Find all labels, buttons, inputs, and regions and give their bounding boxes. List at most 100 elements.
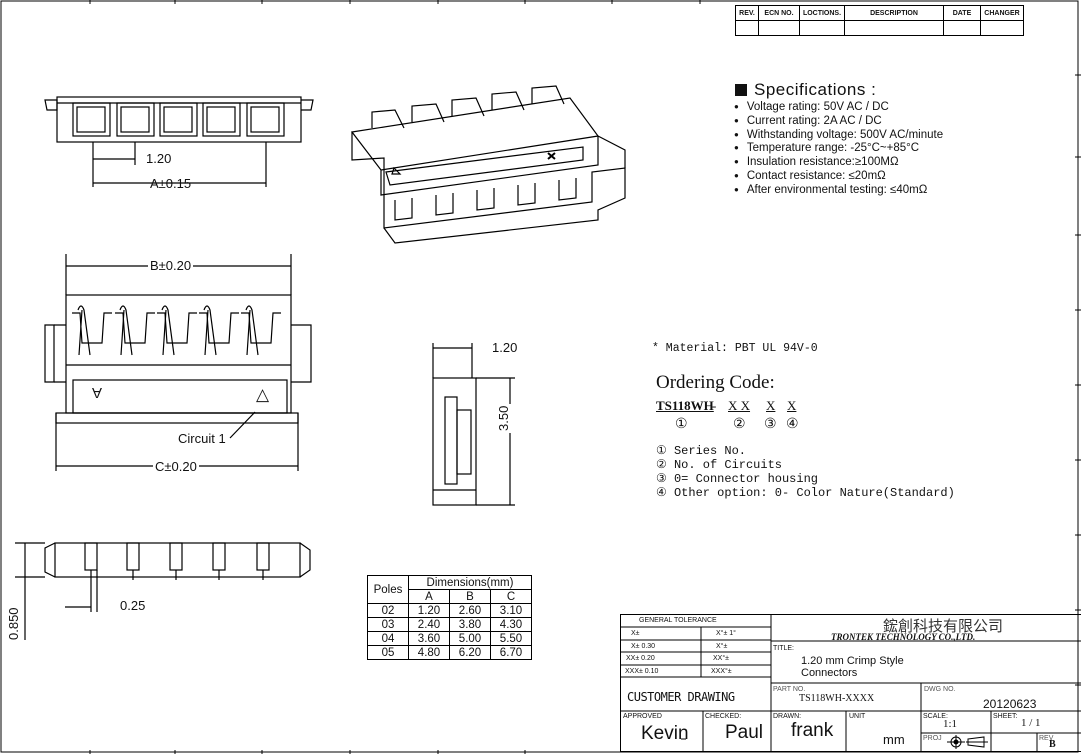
ordering-part-2: X X — [728, 398, 751, 413]
ordering-part-4: X — [787, 398, 797, 413]
part-number: TS118WH-XXXX — [799, 693, 875, 704]
dimensions-header: Dimensions(mm) — [408, 575, 532, 590]
dim-side-height: 3.50 — [496, 403, 511, 433]
dim-c: C±0.20 — [153, 459, 199, 474]
specifications-title: Specifications : — [735, 80, 877, 100]
dwg-label: DWG NO. — [924, 686, 956, 693]
tol-cell: X± — [631, 630, 640, 637]
spec-item: Temperature range: -25°C~+85°C — [734, 142, 943, 156]
dim-a: A±0.15 — [150, 176, 192, 191]
title-block-grid — [621, 615, 1081, 751]
mark-triangle: △ — [256, 385, 270, 404]
isometric-view — [350, 85, 626, 244]
side-view — [432, 343, 515, 506]
legend-item: ② No. of Circuits — [656, 458, 782, 472]
spec-item: Voltage rating: 50V AC / DC — [734, 101, 943, 115]
title-block: GENERAL TOLERANCE X± X°± 1° X± 0.30 X°± … — [620, 614, 1081, 752]
cell: 03 — [367, 617, 409, 632]
cell: 4.80 — [408, 645, 450, 660]
sheet-label: SHEET: — [993, 713, 1018, 720]
dim-side-width: 1.20 — [492, 340, 518, 355]
scale-label: SCALE: — [923, 713, 948, 720]
cell: 3.60 — [408, 631, 450, 646]
tol-cell: XX± 0.20 — [626, 655, 655, 662]
cell: 04 — [367, 631, 409, 646]
spec-item: After environmental testing: ≤40mΩ — [734, 184, 943, 198]
ordering-title: Ordering Code: — [656, 372, 775, 393]
circled-1: ① — [675, 415, 688, 431]
cell: 6.20 — [449, 645, 491, 660]
col-header: B — [449, 589, 491, 604]
revision-table: REV. ECN NO. LOCTIONS. DESCRIPTION DATE … — [735, 5, 1024, 36]
drawing-title-2: Connectors — [801, 667, 858, 679]
cell: 3.80 — [449, 617, 491, 632]
cell: 5.00 — [449, 631, 491, 646]
spec-item: Insulation resistance:≥100MΩ — [734, 156, 943, 170]
cell: 5.50 — [490, 631, 532, 646]
legend-item: ④ Other option: 0- Color Nature(Standard… — [656, 486, 955, 500]
circled-3: ③ — [764, 415, 777, 431]
ordering-series-code: TS118WH — [656, 398, 714, 413]
dwg-number: 20120623 — [983, 697, 1037, 711]
title-label: TITLE: — [773, 645, 795, 652]
dim-pin-width: 0.25 — [120, 598, 146, 613]
tol-cell: X± 0.30 — [631, 643, 656, 650]
approved-name: Kevin — [641, 723, 689, 744]
general-tolerance: GENERAL TOLERANCE — [639, 617, 717, 624]
dim-pitch-top: 1.20 — [146, 151, 172, 166]
tol-cell: X°± 1° — [716, 630, 736, 637]
ordering-dash: - — [712, 398, 717, 413]
rev-value: B — [1049, 739, 1056, 750]
drawing-title: 1.20 mm Crimp Style — [801, 655, 904, 667]
cell: 05 — [367, 645, 409, 660]
company-cn: 鋐創科技有限公司 — [883, 618, 1004, 635]
rev-label: REV — [1039, 735, 1054, 742]
sheet-value: 1 / 1 — [1021, 717, 1041, 729]
proj-label: PROJ — [923, 735, 942, 742]
poles-header: Poles — [367, 575, 409, 604]
dim-pin-height: 0.850 — [6, 605, 21, 642]
scale-value: 1:1 — [943, 718, 958, 730]
spec-item: Current rating: 2A AC / DC — [734, 115, 943, 129]
specifications-title-text: Specifications : — [754, 80, 877, 99]
tol-cell: XX°± — [713, 655, 729, 662]
pin-view — [15, 542, 311, 640]
cell: 2.40 — [408, 617, 450, 632]
cell: 6.70 — [490, 645, 532, 660]
top-view — [44, 96, 314, 187]
col-header: C — [490, 589, 532, 604]
tol-cell: XXX± 0.10 — [625, 668, 659, 675]
circled-4: ④ — [786, 415, 799, 431]
part-label: PART NO. — [773, 686, 806, 693]
square-bullet-icon — [735, 84, 747, 96]
tol-cell: X°± — [716, 643, 728, 650]
drawn-label: DRAWN: — [773, 713, 802, 720]
legend-item: ① Series No. — [656, 444, 746, 458]
projection-symbol-icon — [947, 735, 988, 749]
front-view — [44, 254, 312, 471]
col-header: A — [408, 589, 450, 604]
cell: 2.60 — [449, 603, 491, 618]
unit-label: UNIT — [849, 713, 866, 720]
circled-2: ② — [733, 415, 746, 431]
spec-item: Withstanding voltage: 500V AC/minute — [734, 129, 943, 143]
checked-name: Paul — [725, 722, 764, 743]
ordering-part-3: X — [766, 398, 776, 413]
customer-drawing: CUSTOMER DRAWING — [627, 690, 735, 704]
material-note: * Material: PBT UL 94V-0 — [652, 342, 818, 355]
ordering-legend: ① Series No. ② No. of Circuits ③ 0= Conn… — [656, 444, 955, 500]
mark-a: A — [92, 384, 103, 401]
cell: 3.10 — [490, 603, 532, 618]
specifications-list: Voltage rating: 50V AC / DC Current rati… — [734, 101, 943, 198]
cell: 1.20 — [408, 603, 450, 618]
tol-cell: XXX°± — [711, 668, 732, 675]
circuit-label: Circuit 1 — [178, 431, 226, 446]
unit-value: mm — [883, 732, 905, 747]
